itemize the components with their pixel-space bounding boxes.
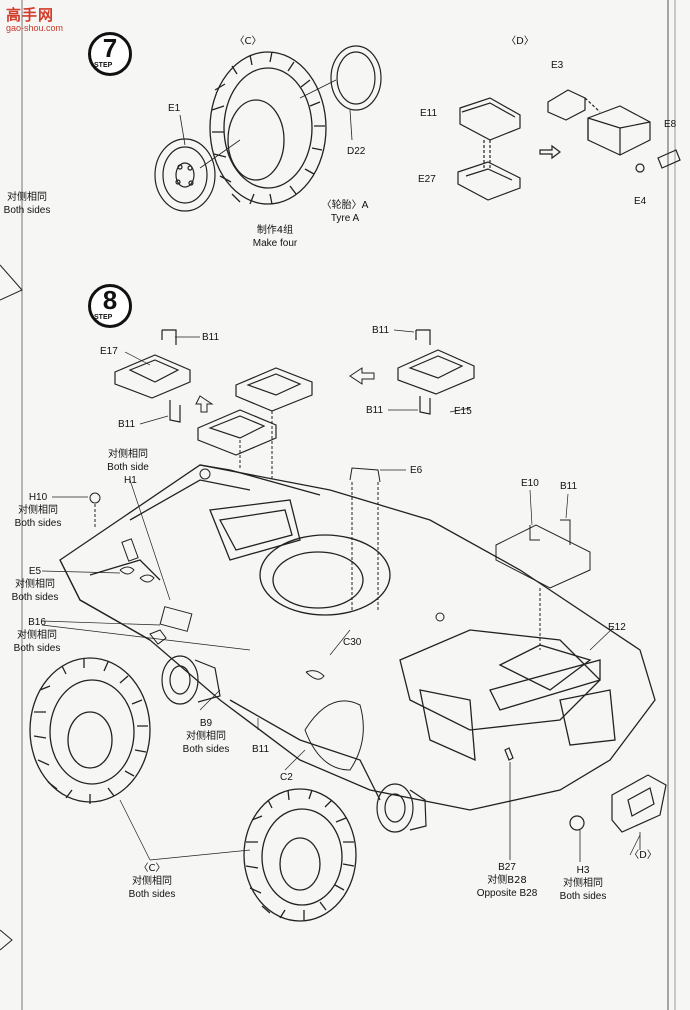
part-h10: H10: [28, 492, 48, 503]
tyre-label-cn: 〈轮胎〉A: [321, 200, 369, 211]
part-d22: D22: [347, 146, 366, 157]
e5-note-en: Both sides: [11, 592, 59, 603]
step-8-word: STEP: [94, 314, 113, 321]
part-b11-bottom-right: B11: [366, 405, 384, 416]
logo-text: 高手网: [6, 6, 55, 24]
logo-url: gao-shou.com: [6, 23, 64, 33]
part-e1: E1: [168, 103, 181, 114]
hub-left: [161, 655, 221, 705]
c-group-label: 〈C〉: [138, 863, 166, 874]
hatch-e15: [397, 329, 475, 415]
step-8-badge: 8 STEP: [88, 284, 132, 328]
both-side-cn: 对侧相同: [108, 449, 148, 460]
tyre-a: [209, 51, 327, 205]
part-h3: H3: [576, 865, 590, 876]
hatch-center: [197, 367, 313, 456]
part-h1: H1: [124, 475, 137, 486]
c-note-cn: 对侧相同: [132, 876, 172, 887]
part-b11-top-right: B11: [372, 325, 390, 336]
e5-note-cn: 对侧相同: [15, 579, 55, 590]
b28-note-cn: 对侧B28: [487, 875, 527, 886]
step-7-number: 7: [102, 33, 118, 63]
h3-note-cn: 对侧相同: [563, 878, 603, 889]
h3-note-en: Both sides: [559, 891, 607, 902]
part-b16: B16: [28, 617, 46, 628]
hub-right: [376, 783, 427, 833]
make-four-cn: 制作4组: [256, 225, 294, 236]
h10-note-cn: 对侧相同: [18, 505, 58, 516]
b9-note-en: Both sides: [182, 744, 230, 755]
part-b11-top-left: B11: [202, 332, 220, 343]
part-e11: E11: [420, 108, 438, 119]
part-e12: E12: [608, 622, 626, 633]
part-e10: E10: [521, 478, 539, 489]
wheel-left: [29, 657, 151, 804]
step-8-number: 8: [102, 285, 118, 315]
ring-d22: [330, 45, 382, 111]
part-e15: E15: [454, 406, 472, 417]
step-7-word: STEP: [94, 62, 113, 69]
left-note-en: Both sides: [3, 205, 51, 216]
part-b11-right: B11: [560, 481, 578, 492]
group-d-label: 〈D〉: [506, 36, 534, 47]
b28-note-en: Opposite B28: [476, 888, 538, 899]
part-e17: E17: [100, 346, 118, 357]
b16-note-cn: 对侧相同: [17, 630, 57, 641]
part-b11-bottom-left: B11: [118, 419, 136, 430]
d-assembly: [504, 747, 667, 862]
b16-note-en: Both sides: [13, 643, 61, 654]
group-c-label: 〈C〉: [234, 36, 262, 47]
step-7-badge: 7 STEP: [88, 32, 132, 76]
part-e6: E6: [410, 465, 423, 476]
part-c30: C30: [343, 637, 362, 648]
left-note-cn: 对侧相同: [7, 192, 47, 203]
h10-note-en: Both sides: [14, 518, 62, 529]
tyre-label-en: Tyre A: [330, 213, 360, 224]
site-logo: 高手网 gao-shou.com: [6, 4, 63, 33]
make-four-en: Make four: [252, 238, 298, 249]
part-b11-lower: B11: [252, 744, 270, 755]
part-e27: E27: [418, 174, 436, 185]
hatch-e17: [114, 329, 191, 423]
d-group-label: 〈D〉: [629, 850, 657, 861]
b9-note-cn: 对侧相同: [186, 731, 226, 742]
part-e4: E4: [634, 196, 647, 207]
c-note-en: Both sides: [128, 889, 176, 900]
part-b9: B9: [199, 718, 213, 729]
both-side-en: Both side: [107, 462, 149, 473]
wheel-center: [243, 788, 357, 922]
box-assembly: [457, 89, 681, 201]
part-e8: E8: [664, 119, 677, 130]
part-e3: E3: [551, 60, 564, 71]
part-e5: E5: [28, 566, 42, 577]
part-c2: C2: [280, 772, 293, 783]
vehicle-hull: [59, 464, 656, 811]
part-b27: B27: [498, 862, 516, 873]
hub-e1: [154, 138, 216, 212]
